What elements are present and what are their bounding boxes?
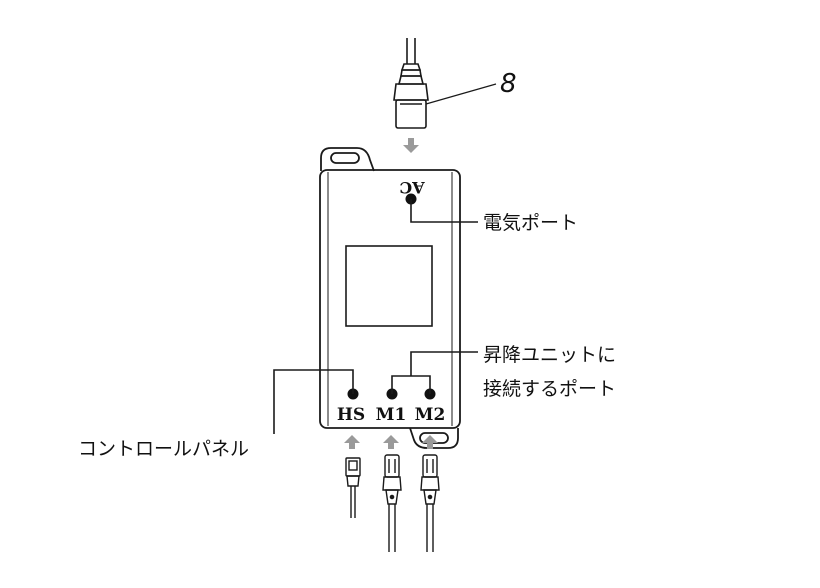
label-control-panel: コントロールパネル (78, 438, 249, 460)
label-lift-port-line2: 接続するポート (483, 378, 616, 400)
control-box (319, 147, 461, 449)
lift-port-bracket (391, 375, 431, 394)
power-cord (393, 38, 429, 129)
hs-cable-connector (345, 457, 361, 518)
port-label-m1: M1 (376, 405, 407, 425)
port-label-ac: AC (399, 178, 425, 197)
arrow-into-m1-icon (383, 435, 399, 449)
arrow-into-hs-icon (344, 435, 360, 449)
lift-port-leader (410, 351, 478, 376)
control-panel-leader (273, 369, 354, 434)
port-label-m2: M2 (415, 405, 446, 425)
callout-leader (425, 83, 497, 105)
power-port-leader (410, 199, 478, 223)
arrow-into-ac-icon (403, 138, 419, 153)
arrow-into-m2-icon (422, 435, 438, 449)
port-label-hs: HS (337, 405, 365, 425)
label-lift-port-line1: 昇降ユニットに (483, 344, 616, 366)
callout-number: 8 (500, 69, 517, 99)
m1-cable-connector (382, 454, 402, 552)
m2-cable-connector (420, 454, 440, 552)
label-power-port: 電気ポート (483, 212, 578, 234)
